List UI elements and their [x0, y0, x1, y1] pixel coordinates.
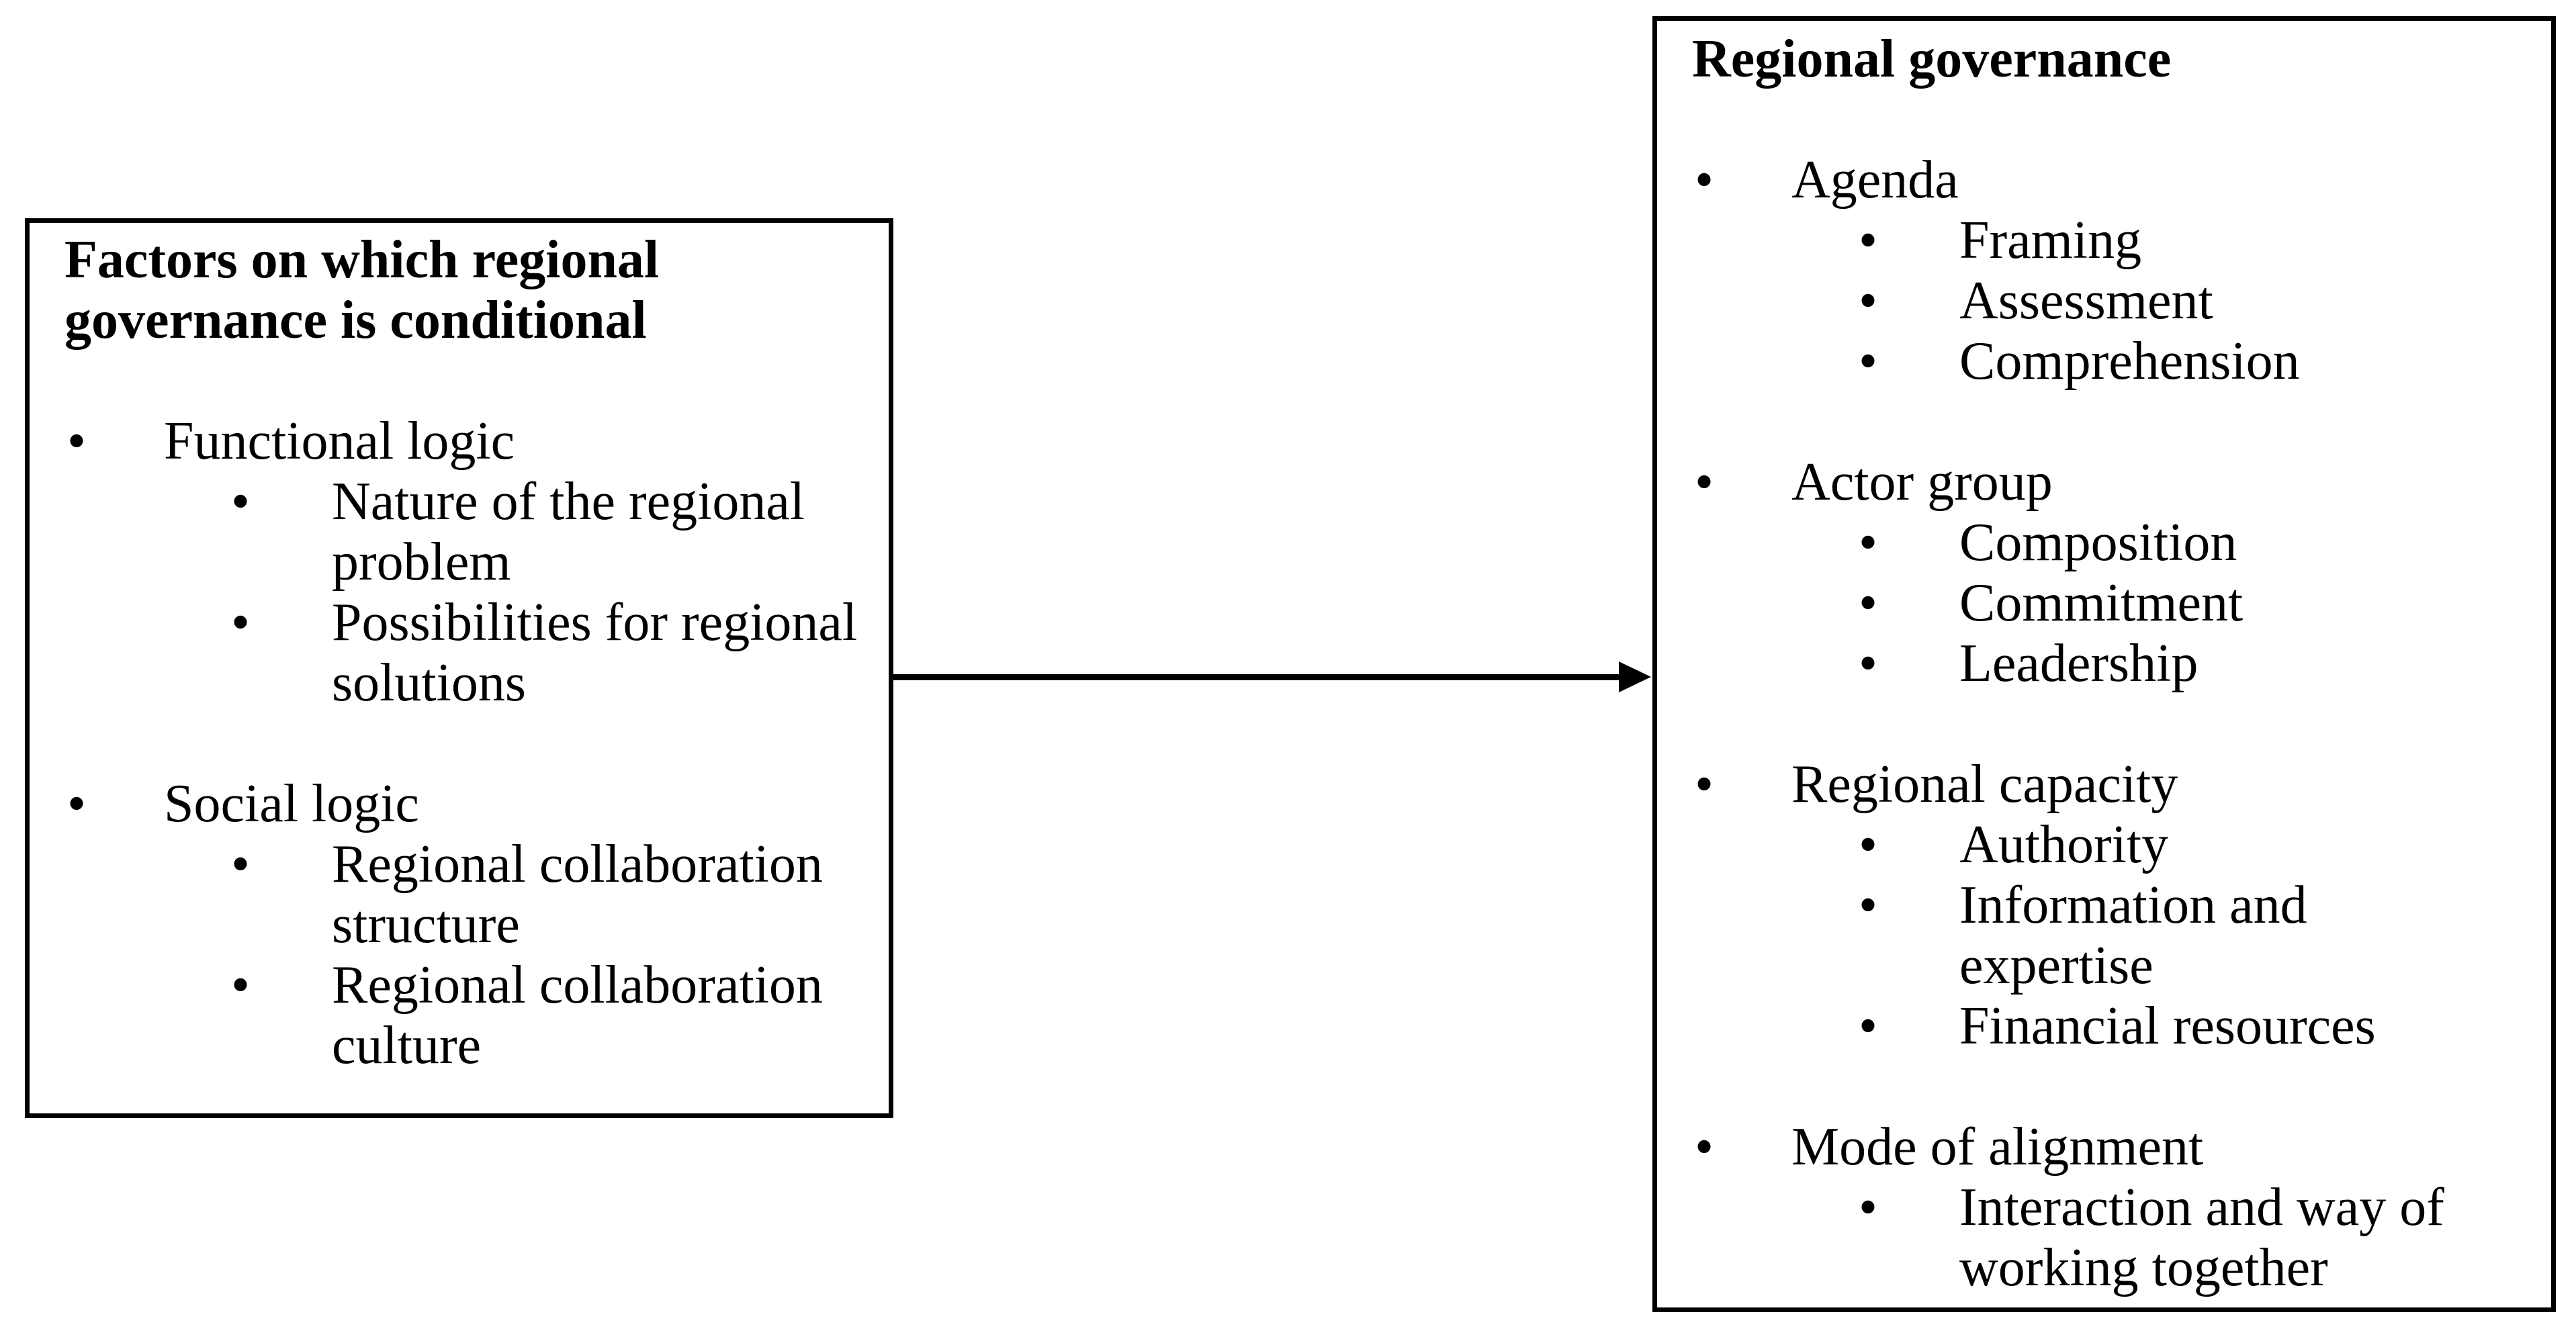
bullet-icon: •	[1859, 332, 1878, 391]
bullet-icon: •	[1695, 1117, 1714, 1177]
bullet-icon: •	[1859, 211, 1878, 270]
list-item-text: Authority	[1959, 815, 2169, 874]
blank-line	[30, 351, 862, 411]
bullet-icon: •	[1859, 271, 1878, 330]
list-item-level-1: • Functional logic	[30, 411, 862, 471]
list-item-level-2: • Financial resources	[1657, 996, 2524, 1056]
list-item-level-1: • Agenda	[1657, 150, 2524, 210]
blank-line	[1657, 391, 2524, 452]
list-item-text: Mode of alignment	[1791, 1117, 2204, 1177]
list-item-text: Comprehension	[1959, 332, 2300, 391]
bullet-icon: •	[1695, 150, 1714, 210]
right-box: Regional governance •Agenda•Framing•Asse…	[1652, 16, 2556, 1312]
list-item-text: Agenda	[1791, 150, 1959, 210]
left-box-content: Factors on which regional governance is …	[30, 223, 889, 1113]
list-item-text: Social logic	[164, 774, 419, 833]
list-item-level-2: • Authority	[1657, 815, 2524, 875]
list-item-level-2: • Framing	[1657, 210, 2524, 271]
list-item-level-1: • Mode of alignment	[1657, 1117, 2524, 1177]
list-item-level-2: • Leadership	[1657, 633, 2524, 694]
list-item-text: Leadership	[1959, 634, 2199, 693]
left-box: Factors on which regional governance is …	[25, 218, 893, 1118]
list-item-text: Composition	[1959, 513, 2237, 572]
bullet-icon: •	[1859, 573, 1878, 633]
bullet-icon: •	[1859, 1178, 1878, 1237]
list-item-level-1: • Regional capacity	[1657, 754, 2524, 815]
bullet-icon: •	[1859, 876, 1878, 935]
list-item-text: Framing	[1959, 211, 2142, 270]
list-item-level-1: • Social logic	[30, 774, 862, 834]
list-item-text: Regional capacity	[1791, 755, 2178, 814]
list-item-level-2: • Commitment	[1657, 573, 2524, 633]
arrow	[893, 674, 1622, 680]
bullet-icon: •	[231, 956, 251, 1015]
list-item-level-1: • Actor group	[1657, 452, 2524, 512]
bullet-icon: •	[231, 835, 251, 894]
blank-line	[1657, 1056, 2524, 1117]
bullet-icon: •	[1695, 755, 1714, 814]
bullet-icon: •	[67, 774, 87, 833]
left-box-list: •Functional logic•Nature of the regional…	[30, 351, 862, 1076]
bullet-icon: •	[1859, 815, 1878, 874]
right-box-content: Regional governance •Agenda•Framing•Asse…	[1657, 21, 2551, 1307]
right-box-list: •Agenda•Framing•Assessment•Comprehension…	[1657, 89, 2524, 1298]
bullet-icon: •	[1859, 513, 1878, 572]
list-item-text: Commitment	[1959, 573, 2244, 633]
list-item-text: Financial resources	[1959, 997, 2376, 1056]
list-item-text: Actor group	[1791, 453, 2053, 512]
blank-line	[30, 713, 862, 774]
bullet-icon: •	[1695, 453, 1714, 512]
right-box-title: Regional governance	[1692, 30, 2172, 89]
bullet-icon: •	[231, 472, 251, 531]
blank-line	[1657, 694, 2524, 754]
bullet-icon: •	[1859, 997, 1878, 1056]
list-item-text: Functional logic	[164, 412, 515, 471]
bullet-icon: •	[67, 412, 87, 471]
list-item-level-2: • Comprehension	[1657, 331, 2524, 391]
left-box-title: Factors on which regional governance is …	[30, 230, 862, 351]
list-item-level-2: • Assessment	[1657, 271, 2524, 331]
bullet-icon: •	[231, 593, 251, 652]
list-item-text: Assessment	[1959, 271, 2213, 330]
left-box-title-line-2: governance is conditional	[64, 291, 647, 350]
arrow-head-icon	[1619, 661, 1651, 692]
left-box-title-line-1: Factors on which regional	[64, 230, 660, 289]
list-item-level-2: • Composition	[1657, 512, 2524, 573]
blank-line	[1657, 89, 2524, 150]
bullet-icon: •	[1859, 634, 1878, 693]
